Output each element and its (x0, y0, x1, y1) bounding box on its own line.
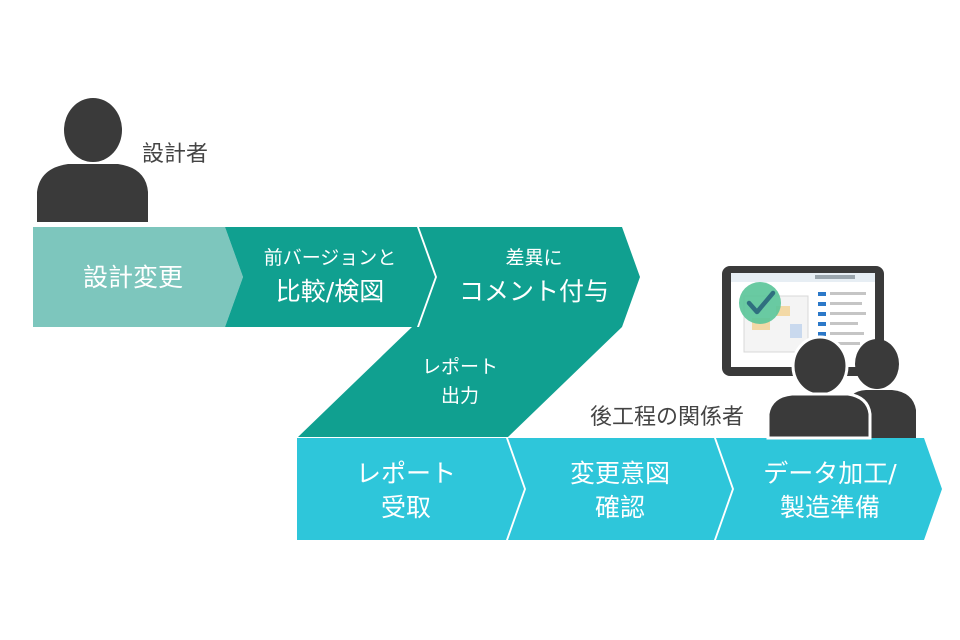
compare-label-line2: 比較/検図 (276, 277, 384, 306)
step-design-change-arrow (33, 227, 243, 327)
designer-label: 設計者 (142, 142, 208, 167)
receive-report-label-line1: レポート (356, 459, 456, 488)
step-report-output-band (298, 327, 622, 437)
processing-label-line1: データ加工/ (763, 459, 897, 488)
comment-label-line1: 差異に (505, 247, 562, 269)
step-comment-arrow (419, 227, 640, 327)
receive-report-label-line2: 受取 (381, 493, 431, 522)
confirm-intent-label-line2: 確認 (595, 493, 645, 522)
step-processing-arrow (716, 438, 942, 540)
compare-label-line1: 前バージョンと (264, 247, 397, 269)
comment-label-line2: コメント付与 (459, 277, 609, 306)
report-output-label-line1: レポート (422, 356, 498, 378)
step-receive-report-arrow (297, 438, 524, 540)
step-compare-arrow (225, 227, 435, 327)
processing-label-line2: 製造準備 (780, 493, 880, 522)
report-output-label-line2: 出力 (441, 385, 479, 407)
design-change-label: 設計変更 (83, 263, 183, 292)
confirm-intent-label-line1: 変更意図 (570, 459, 670, 488)
step-confirm-intent-arrow (508, 438, 732, 540)
downstream-label: 後工程の関係者 (590, 405, 744, 430)
check-icon (739, 282, 781, 324)
designer-person-icon (37, 98, 148, 222)
downstream-people-icon (766, 335, 916, 440)
